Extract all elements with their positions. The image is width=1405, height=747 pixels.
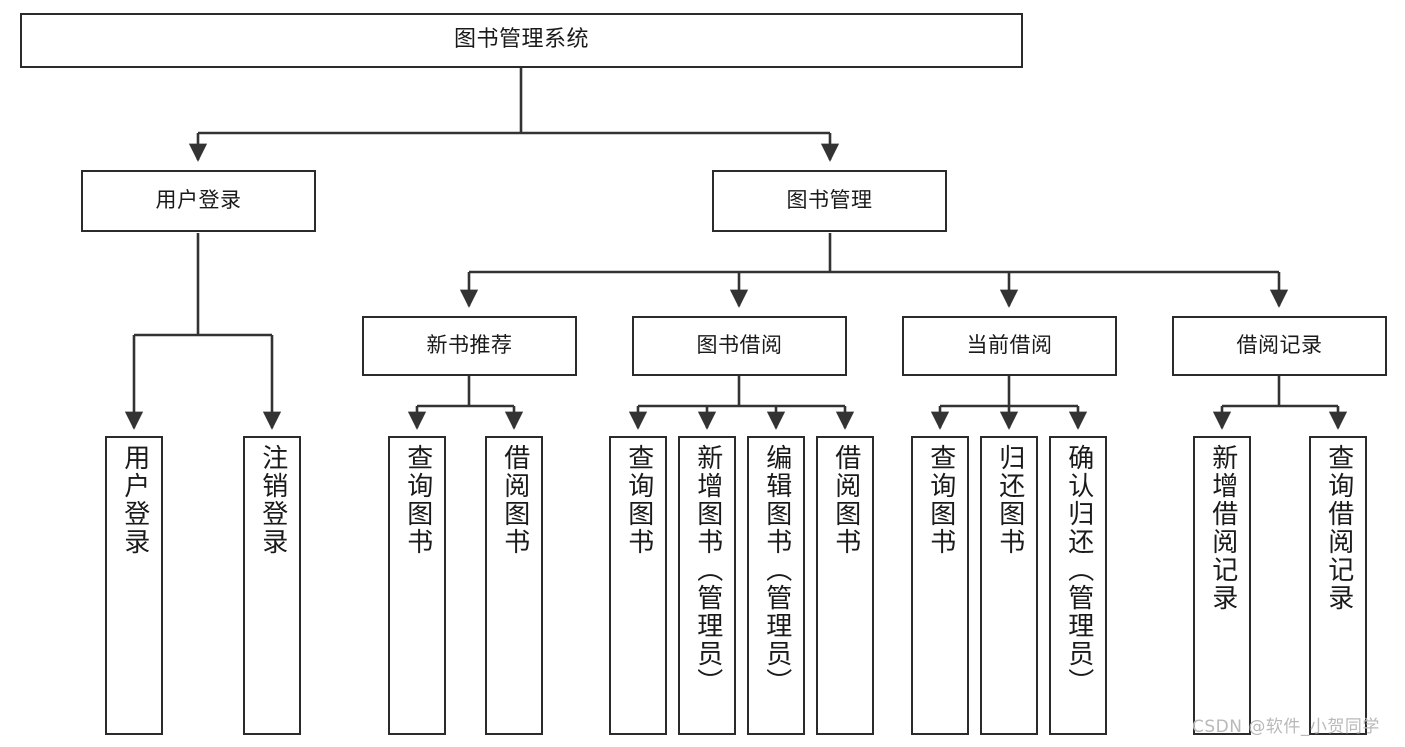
node-book-borrow[interactable]: 图书借阅 (632, 316, 847, 376)
leaf-current-borrow-return[interactable]: 归还图书 (980, 436, 1038, 735)
node-label: 确认归还（管理员） (1063, 444, 1094, 696)
node-user-login[interactable]: 用户登录 (81, 170, 316, 232)
leaf-current-borrow-confirm-return[interactable]: 确认归还（管理员） (1049, 436, 1107, 735)
node-label: 用户登录 (155, 188, 242, 213)
node-label: 新书推荐 (426, 333, 513, 358)
node-borrow-record[interactable]: 借阅记录 (1172, 316, 1387, 376)
node-label: 查询图书 (925, 444, 956, 556)
node-label: 查询借阅记录 (1323, 444, 1354, 612)
node-label: 当前借阅 (966, 333, 1053, 358)
leaf-user-login-login[interactable]: 用户登录 (105, 436, 163, 735)
leaf-book-borrow-edit[interactable]: 编辑图书（管理员） (747, 436, 805, 735)
node-label: 用户登录 (119, 444, 150, 556)
node-label: 编辑图书（管理员） (761, 444, 792, 696)
node-label: 借阅图书 (499, 444, 530, 556)
leaf-current-borrow-query[interactable]: 查询图书 (911, 436, 969, 735)
node-current-borrow[interactable]: 当前借阅 (902, 316, 1117, 376)
leaf-borrow-record-add[interactable]: 新增借阅记录 (1193, 436, 1251, 735)
leaf-borrow-record-query[interactable]: 查询借阅记录 (1309, 436, 1367, 735)
node-book-management[interactable]: 图书管理 (712, 170, 947, 232)
leaf-book-borrow-borrow[interactable]: 借阅图书 (816, 436, 874, 735)
node-label: 图书借阅 (696, 333, 783, 358)
leaf-book-borrow-add[interactable]: 新增图书（管理员） (678, 436, 736, 735)
leaf-new-book-query[interactable]: 查询图书 (388, 436, 446, 735)
node-label: 查询图书 (623, 444, 654, 556)
node-new-book-recommend[interactable]: 新书推荐 (362, 316, 577, 376)
node-label: 新增借阅记录 (1207, 444, 1238, 612)
node-root-system[interactable]: 图书管理系统 (20, 13, 1023, 68)
leaf-book-borrow-query[interactable]: 查询图书 (609, 436, 667, 735)
node-label: 借阅图书 (830, 444, 861, 556)
node-label: 图书管理系统 (453, 27, 589, 53)
node-label: 查询图书 (402, 444, 433, 556)
node-label: 图书管理 (786, 188, 873, 213)
node-label: 新增图书（管理员） (692, 444, 723, 696)
node-label: 借阅记录 (1236, 333, 1323, 358)
node-label: 注销登录 (257, 444, 288, 556)
leaf-new-book-borrow[interactable]: 借阅图书 (485, 436, 543, 735)
node-label: 归还图书 (994, 444, 1025, 556)
leaf-user-login-logout[interactable]: 注销登录 (243, 436, 301, 735)
